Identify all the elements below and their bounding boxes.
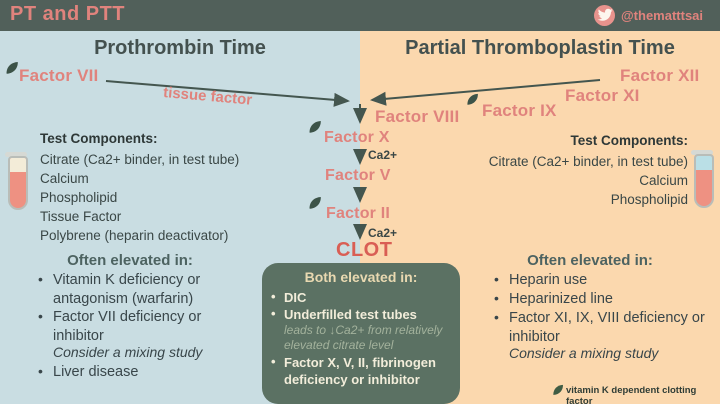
bullet-marker: • [271, 289, 276, 304]
factor-ix-label: Factor IX [482, 101, 557, 120]
pt-title: Prothrombin Time [94, 37, 266, 59]
both-elevated-item: Factor X, V, II, fibrinogen deficiency o… [284, 355, 436, 387]
both-elevated-heading: Both elevated in: [304, 269, 418, 285]
pt-elevated-item: Factor VII deficiency or inhibitor [53, 309, 202, 344]
ptt-test-component-item: Phospholipid [610, 192, 688, 207]
leaf-icon [552, 384, 564, 396]
pt-elevated-item: Vitamin K deficiency or antagonism (warf… [53, 272, 201, 307]
ptt-test-component-item: Citrate (Ca2+ binder, in test tube) [488, 154, 688, 169]
pt-test-component-item: Calcium [40, 171, 89, 186]
page-title: PT and PTT [10, 3, 125, 25]
pt-test-component-item: Polybrene (heparin deactivator) [40, 228, 229, 243]
bullet-marker: • [494, 309, 499, 325]
leaf-icon [5, 61, 19, 75]
factor-viii-label: Factor VIII [375, 107, 460, 126]
pt-mixing-study-note: Consider a mixing study [53, 344, 203, 360]
pt-test-component-item: Phospholipid [40, 190, 118, 205]
ptt-test-components-heading: Test Components: [570, 133, 689, 148]
ptt-elevated-item: Heparinized line [509, 291, 613, 307]
ptt-elevated-heading: Often elevated in: [527, 252, 653, 269]
pt-elevated-item: Liver disease [53, 364, 139, 380]
factor-xi-label: Factor XI [565, 86, 640, 105]
bullet-marker: • [494, 271, 499, 287]
factor-vii-label: Factor VII [19, 66, 99, 85]
ptt-elevated-item: Factor XI, IX, VIII deficiency or inhibi… [509, 310, 705, 345]
pt-test-components-heading: Test Components: [40, 131, 158, 146]
clot-label: CLOT [336, 239, 393, 261]
ptt-test-tube-icon [691, 150, 714, 208]
pt-test-tube-icon [5, 152, 28, 210]
leaf-icon [308, 196, 322, 210]
header-bar: PT and PTT @thematttsai [0, 0, 720, 31]
ptt-mixing-study-note: Consider a mixing study [509, 345, 659, 361]
bullet-marker: • [494, 290, 499, 306]
calcium-label: Ca2+ [368, 226, 398, 240]
vitamin-k-legend: vitamin K dependent clotting factor [566, 385, 697, 404]
factor-x-label: Factor X [324, 129, 390, 146]
pt-elevated-heading: Often elevated in: [67, 252, 193, 269]
ptt-title: Partial Thromboplastin Time [405, 37, 675, 59]
factor-ii-label: Factor II [326, 205, 391, 222]
leaf-icon [466, 93, 479, 106]
ptt-elevated-item: Heparin use [509, 272, 588, 288]
pt-test-component-item: Tissue Factor [40, 209, 122, 224]
both-elevated-item: Underfilled test tubes [284, 307, 417, 322]
twitter-handle: @thematttsai [621, 8, 704, 23]
bullet-marker: • [38, 308, 43, 324]
twitter-bird-icon [594, 5, 615, 26]
calcium-label: Ca2+ [368, 148, 398, 162]
bullet-marker: • [271, 354, 276, 369]
both-elevated-item: DIC [284, 290, 307, 305]
pt-test-component-item: Citrate (Ca2+ binder, in test tube) [40, 152, 240, 167]
ptt-test-component-item: Calcium [639, 173, 688, 188]
leaf-icon [308, 120, 322, 134]
bullet-marker: • [271, 306, 276, 321]
both-elevated-box: Both elevated in: • DIC • Underfilled te… [262, 263, 460, 404]
factor-v-label: Factor V [325, 167, 391, 184]
bullet-marker: • [38, 363, 43, 379]
factor-xii-label: Factor XII [620, 66, 700, 85]
underfilled-tubes-note: leads to ↓Ca2+ from relatively elevated … [284, 323, 443, 352]
bullet-marker: • [38, 271, 43, 287]
